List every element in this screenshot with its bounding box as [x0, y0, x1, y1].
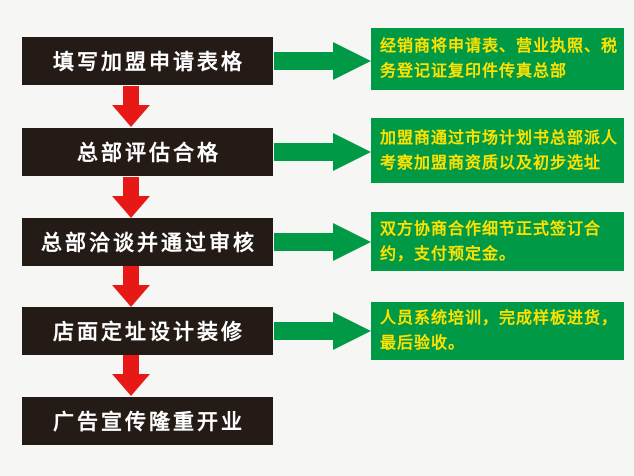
detail-text: 加盟商通过市场计划书总部派人 考察加盟商资质以及初步选址: [380, 129, 619, 172]
step-label: 总部洽谈并通过审核: [41, 232, 257, 255]
arrow-right-icon: [274, 223, 371, 261]
detail-box-site-inspection: 加盟商通过市场计划书总部派人 考察加盟商资质以及初步选址: [371, 118, 624, 183]
step-box-fill-application: 填写加盟申请表格: [22, 37, 273, 85]
step-label: 店面定址设计装修: [53, 321, 245, 344]
detail-box-training-stocking: 人员系统培训，完成样板进货， 最后验收。: [371, 302, 624, 360]
arrow-down-icon: [112, 86, 150, 127]
step-box-store-design: 店面定址设计装修: [22, 307, 273, 355]
step-box-hq-evaluation: 总部评估合格: [22, 128, 273, 176]
step-label: 填写加盟申请表格: [53, 51, 245, 74]
step-box-grand-opening: 广告宣传隆重开业: [22, 397, 273, 445]
detail-text: 人员系统培训，完成样板进货， 最后验收。: [380, 310, 619, 352]
arrow-right-icon: [274, 312, 371, 350]
step-label: 广告宣传隆重开业: [53, 411, 245, 434]
detail-box-fax-documents: 经销商将申请表、营业执照、税 务登记证复印件传真总部: [371, 28, 624, 90]
arrow-down-icon: [112, 177, 150, 218]
step-box-negotiation-review: 总部洽谈并通过审核: [22, 218, 273, 266]
arrow-down-icon: [112, 266, 150, 307]
detail-box-sign-contract: 双方协商合作细节正式签订合 约，支付预定金。: [371, 212, 624, 271]
arrow-right-icon: [274, 133, 371, 171]
detail-text: 双方协商合作细节正式签订合 约，支付预定金。: [380, 220, 602, 263]
arrow-down-icon: [112, 355, 150, 396]
detail-text: 经销商将申请表、营业执照、税 务登记证复印件传真总部: [380, 38, 619, 80]
arrow-right-icon: [274, 42, 371, 80]
step-label: 总部评估合格: [77, 142, 221, 165]
